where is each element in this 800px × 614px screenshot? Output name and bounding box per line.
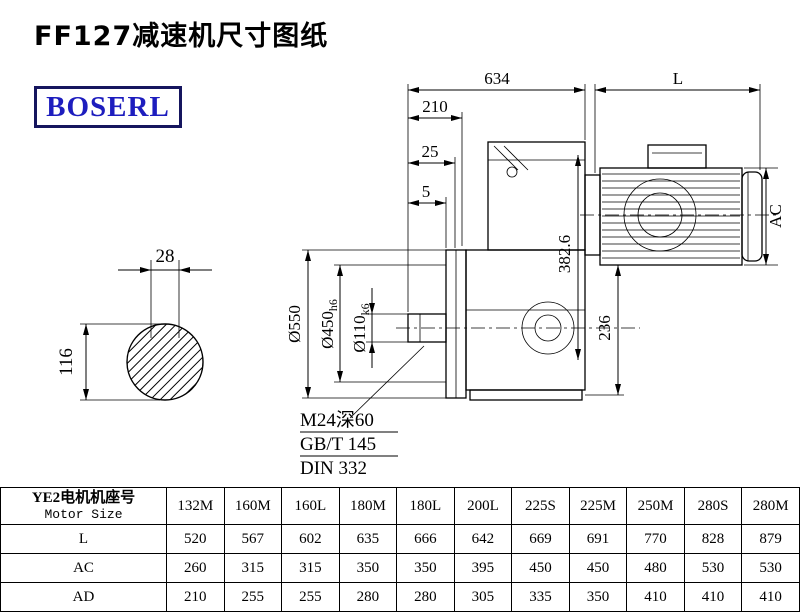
- motor-body: [599, 167, 743, 266]
- cell-AD-160L: 255: [281, 582, 340, 612]
- table-header-row: YE2电机机座号 Motor Size 132M 160M 160L 180M …: [0, 487, 800, 525]
- cell-AD-180M: 280: [338, 582, 398, 612]
- fan-cover: [741, 171, 763, 262]
- cell-AC-225S: 450: [511, 553, 570, 583]
- cell-AC-180M: 350: [338, 553, 398, 583]
- cell-AC-160M: 315: [223, 553, 283, 583]
- cell-AD-250M: 410: [626, 582, 685, 612]
- cell-AD-225M: 350: [568, 582, 628, 612]
- dim-110-label: Ø110k6: [350, 303, 372, 352]
- cell-AC-225M: 450: [568, 553, 628, 583]
- cell-L-225S: 669: [511, 524, 570, 554]
- cell-AD-280S: 410: [683, 582, 743, 612]
- dimension-table: YE2电机机座号 Motor Size 132M 160M 160L 180M …: [0, 487, 800, 612]
- technical-drawing: 28 116: [56, 69, 785, 479]
- brand-logo-text: BOSERL: [46, 90, 170, 123]
- dim-AC-label: AC: [766, 204, 785, 228]
- column-header-180L: 180L: [396, 487, 455, 525]
- column-header-225S: 225S: [511, 487, 570, 525]
- column-header-280S: 280S: [683, 487, 743, 525]
- row-label-L: L: [0, 524, 167, 554]
- dim-450-label: Ø450h6: [318, 299, 340, 349]
- cell-AD-280M: 410: [741, 582, 800, 612]
- dim-634-label: 634: [484, 69, 510, 88]
- cell-AC-160L: 315: [281, 553, 340, 583]
- dim-236-label: 236: [595, 315, 614, 341]
- dim-25-label: 25: [422, 142, 439, 161]
- dim-382-label: 382.6: [555, 235, 574, 273]
- motor-fins: [602, 173, 740, 259]
- brand-logo: BOSERL: [34, 86, 182, 128]
- terminal-box: [647, 144, 707, 169]
- row-label-AD: AD: [0, 582, 167, 612]
- cell-L-180L: 666: [396, 524, 455, 554]
- dim-116-label: 116: [56, 348, 77, 376]
- note-din-standard: DIN 332: [300, 458, 367, 479]
- cell-AC-200L: 395: [453, 553, 513, 583]
- cell-L-180M: 635: [338, 524, 398, 554]
- cell-AD-225S: 335: [511, 582, 570, 612]
- cell-L-280M: 879: [741, 524, 800, 554]
- column-header-200L: 200L: [453, 487, 513, 525]
- cell-AC-180L: 350: [396, 553, 455, 583]
- cell-L-200L: 642: [453, 524, 513, 554]
- cell-AD-160M: 255: [223, 582, 283, 612]
- reducer-side-view: [396, 141, 640, 401]
- dim-L-label: L: [673, 69, 683, 88]
- cell-AD-132M: 210: [166, 582, 225, 612]
- cell-L-280S: 828: [683, 524, 743, 554]
- column-header-225M: 225M: [568, 487, 628, 525]
- motor-view: [580, 144, 780, 266]
- drawing-notes: M24深60 GB/T 145 DIN 332: [300, 345, 425, 479]
- column-header-250M: 250M: [626, 487, 685, 525]
- table-row-AC: AC 260 315 315 350 350 395 450 450 480 5…: [0, 553, 800, 583]
- cell-L-160M: 567: [223, 524, 283, 554]
- cell-L-250M: 770: [626, 524, 685, 554]
- shaft-section-circle: [126, 323, 204, 401]
- dim-28-label: 28: [156, 246, 175, 267]
- motor-size-header: YE2电机机座号 Motor Size: [0, 487, 167, 525]
- column-header-160L: 160L: [281, 487, 340, 525]
- cell-AC-280M: 530: [741, 553, 800, 583]
- cell-AC-280S: 530: [683, 553, 743, 583]
- gear-housing-base: [469, 389, 583, 401]
- cell-AD-180L: 280: [396, 582, 455, 612]
- cell-AD-200L: 305: [453, 582, 513, 612]
- dim-5-label: 5: [422, 182, 431, 201]
- table-row-L: L 520 567 602 635 666 642 669 691 770 82…: [0, 524, 800, 554]
- row-label-AC: AC: [0, 553, 167, 583]
- diameter-dimensions: Ø550 Ø450h6 Ø110k6: [285, 249, 446, 399]
- dim-210-label: 210: [422, 97, 448, 116]
- cell-AC-250M: 480: [626, 553, 685, 583]
- motor-size-header-en: Motor Size: [44, 507, 123, 522]
- housing-hatch-lines: [493, 145, 529, 171]
- table-row-AD: AD 210 255 255 280 280 305 335 350 410 4…: [0, 582, 800, 612]
- cell-AC-132M: 260: [166, 553, 225, 583]
- column-header-160M: 160M: [223, 487, 283, 525]
- motor-size-header-cn: YE2电机机座号: [31, 490, 136, 506]
- note-thread: M24深60: [300, 409, 374, 431]
- gear-housing-upper: [487, 141, 586, 251]
- column-header-180M: 180M: [338, 487, 398, 525]
- cell-L-225M: 691: [568, 524, 628, 554]
- cell-L-132M: 520: [166, 524, 225, 554]
- dim-550-label: Ø550: [285, 305, 304, 343]
- note-gb-standard: GB/T 145: [300, 434, 376, 455]
- top-dimensions: 634 L 210 25 5: [407, 69, 761, 312]
- cell-L-160L: 602: [281, 524, 340, 554]
- vertical-dimensions: 382.6 236 AC: [555, 155, 785, 396]
- page-title: FF127减速机尺寸图纸: [34, 21, 329, 52]
- dimension-table-section: YE2电机机座号 Motor Size 132M 160M 160L 180M …: [0, 487, 800, 612]
- shaft-end-view: 28 116: [56, 246, 212, 401]
- column-header-280M: 280M: [741, 487, 800, 525]
- column-header-132M: 132M: [166, 487, 225, 525]
